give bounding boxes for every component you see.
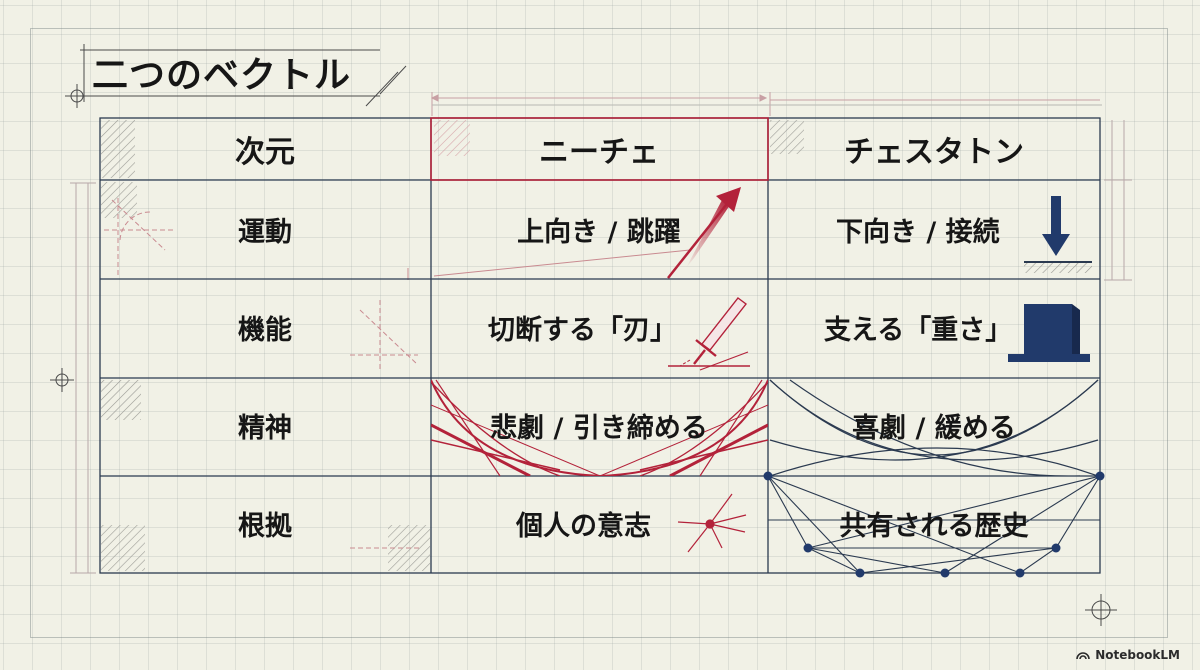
up-right-arrow-icon [433,187,741,279]
row-label-basis: 根拠 [238,510,292,542]
notebooklm-logo-icon [1076,652,1090,660]
column-header-dimension: 次元 [235,135,295,170]
nietzsche-header-highlight [430,117,769,181]
column-header-chesterton: チェスタトン [844,135,1024,170]
weight-block-icon [1008,304,1090,362]
crosshair-icon [65,84,89,108]
row-label-movement: 運動 [238,216,292,248]
title-frame [80,44,407,107]
page-title: 二つのベクトル [92,54,352,96]
nietzsche-movement: 上向き / 跳躍 [517,216,681,248]
chesterton-spirit: 喜劇 / 緩める [852,412,1016,444]
row-label-function: 機能 [238,314,292,346]
down-arrow-icon [1024,196,1092,273]
relaxed-curves-graphic [769,379,1099,476]
chesterton-basis: 共有される歴史 [839,510,1029,542]
blade-icon [668,297,750,371]
nietzsche-function: 切断する「刃」 [488,314,677,346]
chesterton-movement: 下向き / 接続 [836,216,1000,248]
nietzsche-spirit: 悲劇 / 引き締める [490,412,708,444]
node-network-icon [763,471,1105,578]
blueprint-frame [30,28,1168,638]
chesterton-function: 支える「重さ」 [824,314,1013,346]
tension-lines-graphic [431,379,768,476]
crosshair-icon [1085,594,1117,626]
hatch-mark [101,525,145,571]
hatch-mark [101,120,135,178]
watermark: NotebookLM [1076,648,1180,662]
radial-burst-icon [677,493,747,553]
comparison-table: 次元 ニーチェ チェスタトン 運動 上向き / 跳躍 下向き / 接続 機能 切… [100,118,1100,572]
nietzsche-basis: 個人の意志 [516,510,651,542]
hatch-mark [770,120,804,154]
construction-marks [104,198,420,549]
column-header-nietzsche: ニーチェ [539,135,659,170]
hatch-mark [101,182,137,218]
dimension-lines [430,92,1102,116]
hatch-mark [101,380,141,420]
row-label-spirit: 精神 [238,412,292,444]
title-box: 二つのベクトル [80,46,380,98]
watermark-text: NotebookLM [1095,648,1180,662]
crosshair-icon [50,368,74,392]
left-dimension-lines [70,120,1132,574]
hatch-mark [434,120,470,156]
